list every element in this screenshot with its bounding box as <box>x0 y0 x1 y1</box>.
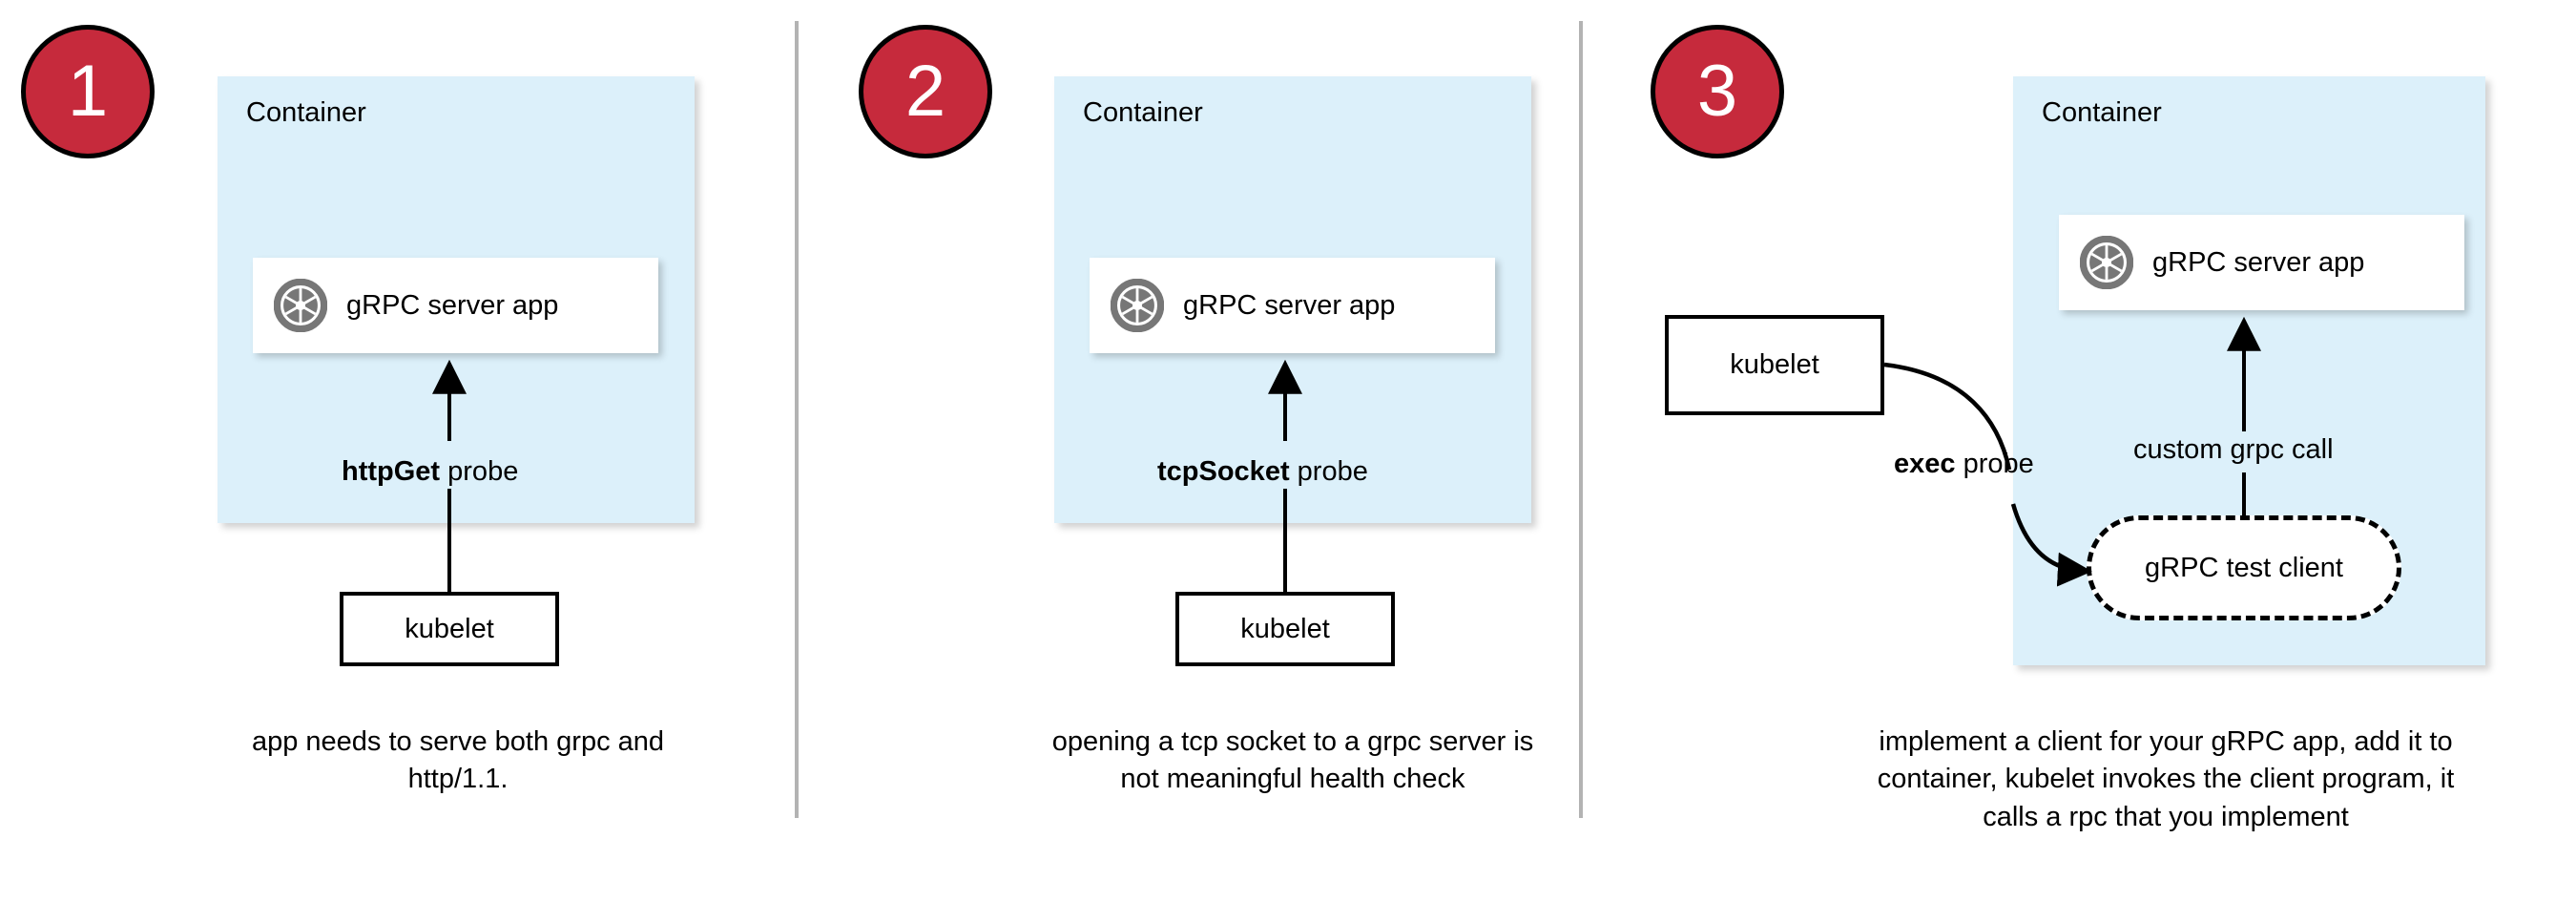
kubelet-box-1: kubelet <box>340 592 559 666</box>
grpc-server-app-label-3: gRPC server app <box>2152 246 2365 278</box>
grpc-server-app-label-1: gRPC server app <box>346 289 559 321</box>
probe-type-1: httpGet <box>342 456 441 487</box>
kubelet-label-2: kubelet <box>1240 613 1330 644</box>
custom-grpc-call-label: custom grpc call <box>2133 434 2334 465</box>
container-label-3: Container <box>2042 97 2162 128</box>
kubelet-box-2: kubelet <box>1175 592 1395 666</box>
grpc-aperture-icon <box>1111 279 1164 332</box>
panel-divider-1 <box>795 21 799 818</box>
step-badge-1-number: 1 <box>67 51 109 132</box>
kubelet-label-3: kubelet <box>1730 349 1819 380</box>
grpc-server-app-card-1: gRPC server app <box>253 258 658 353</box>
probe-label-2: tcpSocket probe <box>1157 456 1368 488</box>
exec-probe-label: exec probe <box>1894 449 2034 480</box>
panel-caption-1: app needs to serve both grpc and http/1.… <box>251 726 665 795</box>
grpc-test-client-label: gRPC test client <box>2145 552 2343 583</box>
grpc-server-app-label-2: gRPC server app <box>1183 289 1396 321</box>
probe-type-2: tcpSocket <box>1157 456 1290 487</box>
grpc-aperture-icon <box>274 279 327 332</box>
panel-caption-2: opening a tcp socket to a grpc server is… <box>1051 726 1534 795</box>
grpc-aperture-icon <box>2080 236 2133 289</box>
kubelet-label-1: kubelet <box>405 613 494 644</box>
probe-suffix-3: probe <box>1955 449 2034 479</box>
panel-divider-2 <box>1579 21 1583 818</box>
grpc-server-app-card-3: gRPC server app <box>2059 215 2464 310</box>
probe-suffix-2: probe <box>1289 456 1368 487</box>
step-badge-3: 3 <box>1651 25 1784 158</box>
step-badge-1: 1 <box>21 25 155 158</box>
step-badge-2-number: 2 <box>904 51 946 132</box>
container-label-1: Container <box>246 97 366 128</box>
step-badge-2: 2 <box>859 25 992 158</box>
kubelet-box-3: kubelet <box>1665 315 1884 415</box>
container-label-2: Container <box>1083 97 1203 128</box>
grpc-test-client-box: gRPC test client <box>2087 515 2401 620</box>
probe-suffix-1: probe <box>440 456 519 487</box>
step-badge-3-number: 3 <box>1696 51 1738 132</box>
grpc-server-app-card-2: gRPC server app <box>1090 258 1495 353</box>
probe-type-3: exec <box>1894 449 1956 479</box>
panel-caption-3: implement a client for your gRPC app, ad… <box>1877 726 2455 832</box>
probe-label-1: httpGet probe <box>342 456 518 488</box>
